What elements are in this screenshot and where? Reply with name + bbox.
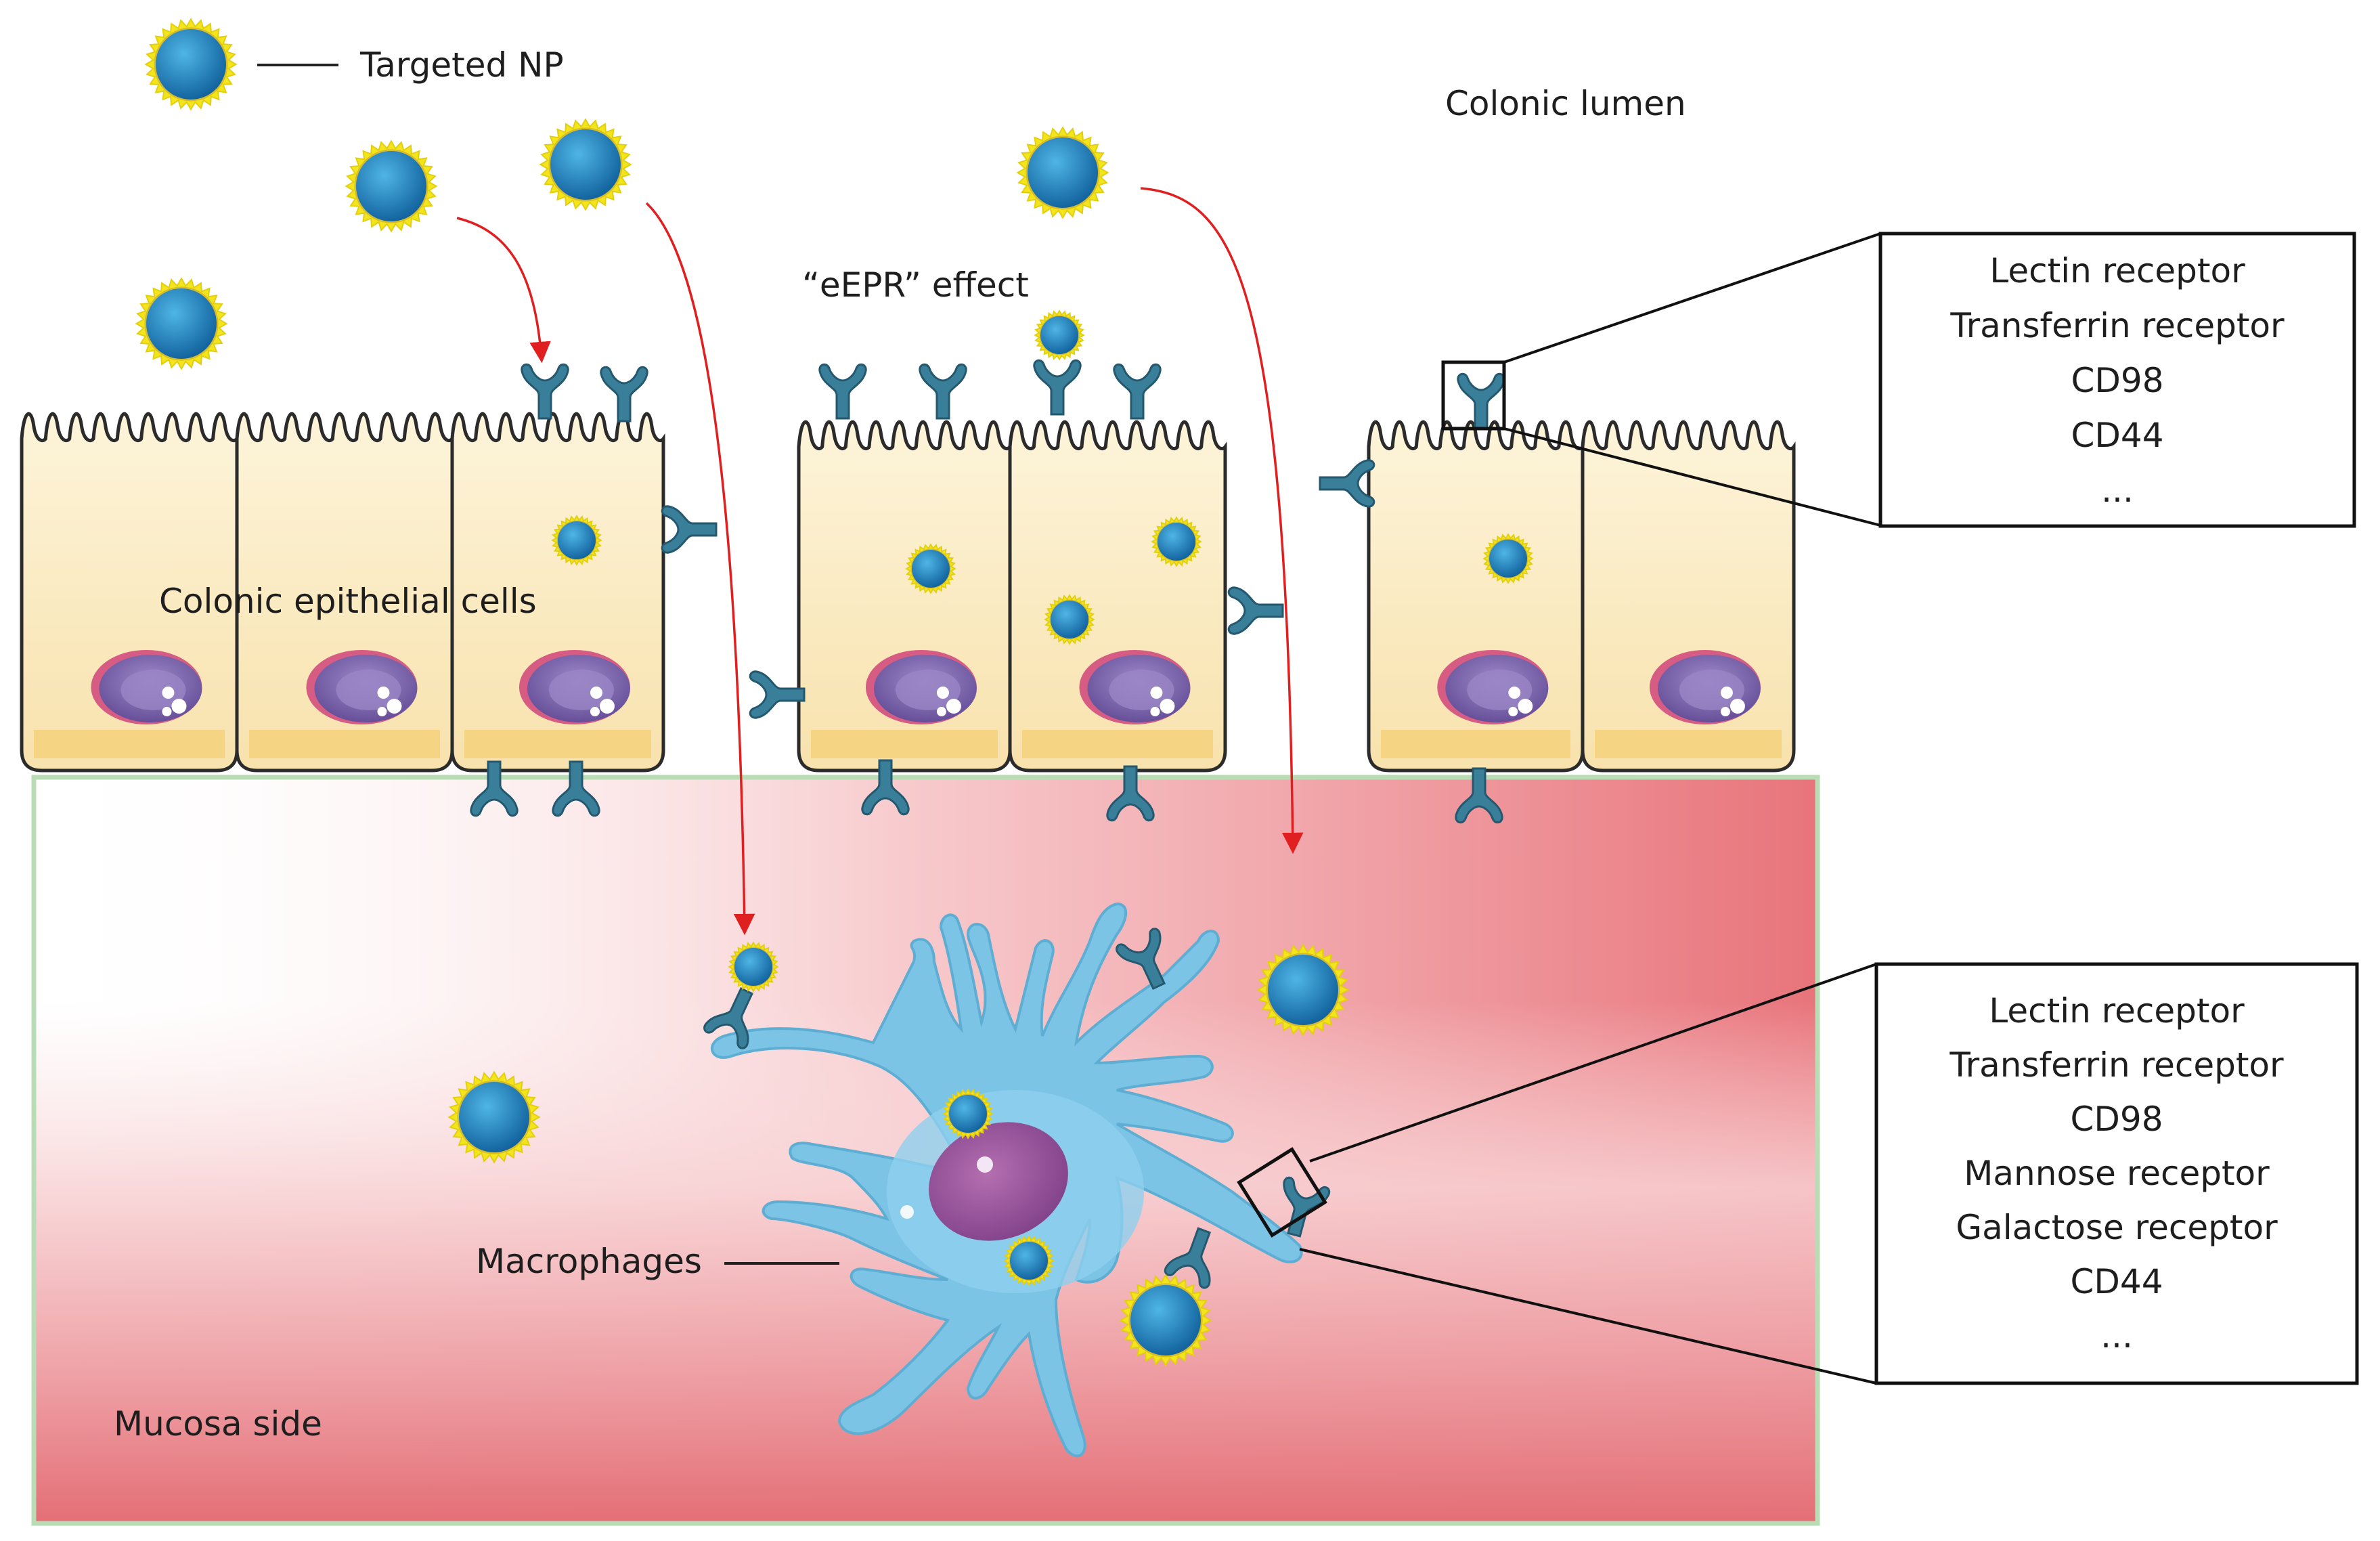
colonic-lumen-label: Colonic lumen: [1445, 84, 1686, 123]
receptor-icon: [1113, 363, 1162, 420]
nanoparticle-icon: [1016, 126, 1109, 219]
receptor-icon: [703, 986, 754, 1049]
receptor-icon: [552, 760, 600, 817]
nanoparticle-icon: [1151, 516, 1202, 567]
trafficking-arrows: [456, 187, 1304, 936]
epithelial-cell: [235, 412, 454, 773]
cell-nucleus: [306, 650, 418, 724]
receptor-icon: [1319, 459, 1375, 508]
cell-nucleus: [519, 650, 630, 724]
cell-nucleus: [1079, 650, 1191, 724]
nanoparticle-icon: [1482, 533, 1534, 584]
receptor-icon: [600, 366, 648, 422]
nanoparticle-icon: [1044, 594, 1095, 645]
receptor-icon: [1116, 928, 1166, 991]
epithelial-cell: [1367, 420, 1585, 773]
macrophage-receptor-item: Mannose receptor: [1964, 1154, 2270, 1193]
macrophage-receptor-box: [1874, 962, 2359, 1385]
receptor-icon: [749, 670, 806, 719]
cell-nucleus: [91, 650, 202, 724]
macrophages-label: Macrophages: [476, 1242, 702, 1281]
receptor-icon: [818, 363, 867, 420]
mucosa-side-label: Mucosa side: [114, 1404, 322, 1444]
epithelial-receptor-item: Transferrin receptor: [1949, 306, 2285, 345]
receptor-icon: [1455, 767, 1503, 824]
arrow-eepr: [1140, 187, 1304, 854]
nanoparticle-icon: [905, 543, 956, 594]
receptor-icon: [1227, 586, 1284, 635]
epithelial-cell: [1008, 420, 1227, 773]
cell-nucleus: [1437, 650, 1549, 724]
macrophage-receptor-item: ...: [2100, 1316, 2133, 1355]
nanoparticle-icon: [942, 1088, 994, 1140]
nanoparticle-icon: [1003, 1235, 1055, 1286]
nanoparticle-icon: [447, 1070, 541, 1164]
epithelial-cell: [1581, 420, 1796, 773]
receptor-icon: [1033, 359, 1082, 416]
nanoparticle-icon: [144, 18, 238, 111]
nanoparticle-icon: [551, 515, 602, 566]
receptor-icon: [1164, 1227, 1212, 1289]
nanoparticle-icon: [135, 277, 228, 370]
epithelial-cells-label: Colonic epithelial cells: [159, 582, 537, 621]
targeted-np-label: Targeted NP: [359, 45, 564, 85]
receptor-icon: [470, 760, 519, 817]
macrophage-receptor-item: CD98: [2070, 1100, 2163, 1139]
arrow-paracellular: [645, 202, 755, 936]
macrophage-receptor-item: Lectin receptor: [1989, 991, 2245, 1030]
cell-nucleus: [1649, 650, 1761, 724]
arrow-to-epithelium: [456, 217, 551, 364]
epithelial-cell: [20, 412, 239, 773]
epithelial-receptor-item: CD98: [2071, 361, 2163, 400]
receptor-icon: [1106, 765, 1155, 822]
nanoparticle-icon: [1034, 309, 1085, 361]
macrophage-receptor-item: Galactose receptor: [1956, 1208, 2278, 1247]
receptor-layer: [470, 359, 1505, 1289]
eepr-effect-label: “eEPR” effect: [802, 265, 1029, 305]
epithelial-receptor-item: Lectin receptor: [1989, 251, 2245, 290]
receptor-icon: [1457, 372, 1505, 429]
receptor-icon: [661, 505, 718, 554]
receptor-icon: [521, 363, 569, 420]
cell-nucleus: [865, 650, 977, 724]
zoom-square-macrophage: [1237, 1147, 1327, 1238]
epithelial-receptor-item: ...: [2101, 471, 2134, 510]
epithelial-receptor-box: [1878, 232, 2356, 528]
macrophage-cell: [710, 902, 1303, 1458]
receptor-icon: [919, 363, 967, 420]
nanoparticle-layer: [135, 18, 1534, 1367]
epithelial-cell: [797, 420, 1012, 773]
epithelial-cell-layer: [20, 412, 1796, 773]
zoom-square-epithelial: [1441, 360, 1506, 431]
nanoparticle-icon: [345, 139, 438, 233]
macrophage-receptor-item: CD44: [2070, 1262, 2163, 1301]
nanoparticle-icon: [728, 941, 779, 993]
macrophage-receptor-item: Transferrin receptor: [1949, 1045, 2284, 1085]
receptor-icon: [861, 759, 910, 816]
nanoparticle-icon: [1256, 943, 1350, 1037]
nanoparticle-icon: [539, 118, 632, 211]
epithelial-cell: [450, 412, 665, 773]
nanoparticle-icon: [1119, 1274, 1212, 1367]
epithelial-receptor-item: CD44: [2071, 416, 2163, 455]
